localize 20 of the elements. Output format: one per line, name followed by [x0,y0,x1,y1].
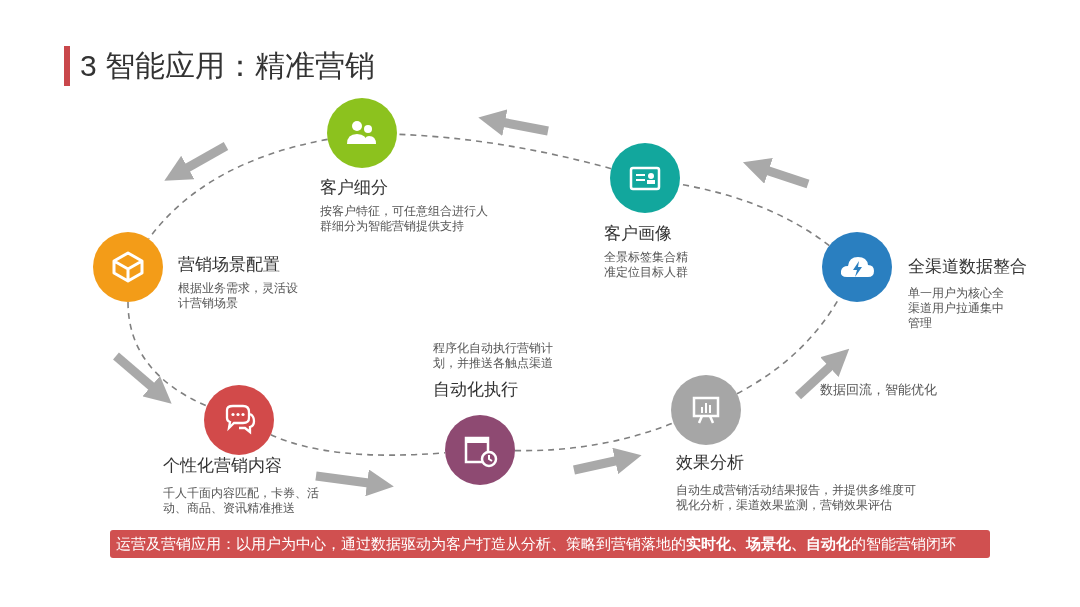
step-heading: 自动化执行 [433,380,518,400]
step-description: 千人千面内容匹配，卡券、活动、商品、资讯精准推送 [163,486,320,516]
step-description: 根据业务需求，灵活设计营销场景 [178,281,298,311]
slide-title: 3 智能应用：精准营销 [80,48,376,84]
step-heading: 全渠道数据整合 [908,257,1027,277]
step-heading: 客户画像 [604,224,672,244]
step-description: 全景标签集合精准定位目标人群 [604,250,688,280]
dashed-connector [396,133,613,170]
arrow-caption: 数据回流，智能优化 [820,382,937,399]
dashed-connector [514,422,675,452]
step-description: 自动生成营销活动结果报告，并提供多维度可视化分析，渠道效果监测，营销效果评估 [676,483,917,513]
step-description: 按客户特征，可任意组合进行人群细分为智能营销提供支持 [320,204,489,234]
dashed-connector [127,301,208,407]
step-description: 程序化自动执行营销计划，并推送各触点渠道 [433,341,554,371]
step-description: 单一用户为核心全渠道用户拉通集中管理 [908,286,1004,331]
step-heading: 效果分析 [676,453,744,473]
step-heading: 个性化营销内容 [163,456,282,476]
step-heading: 客户细分 [320,178,388,198]
summary-banner: 运营及营销应用：以用户为中心，通过数据驱动为客户打造从分析、策略到营销落地的实时化、场景化、自动化的智能营销闭环 [110,530,990,558]
step-heading: 营销场景配置 [178,255,280,275]
